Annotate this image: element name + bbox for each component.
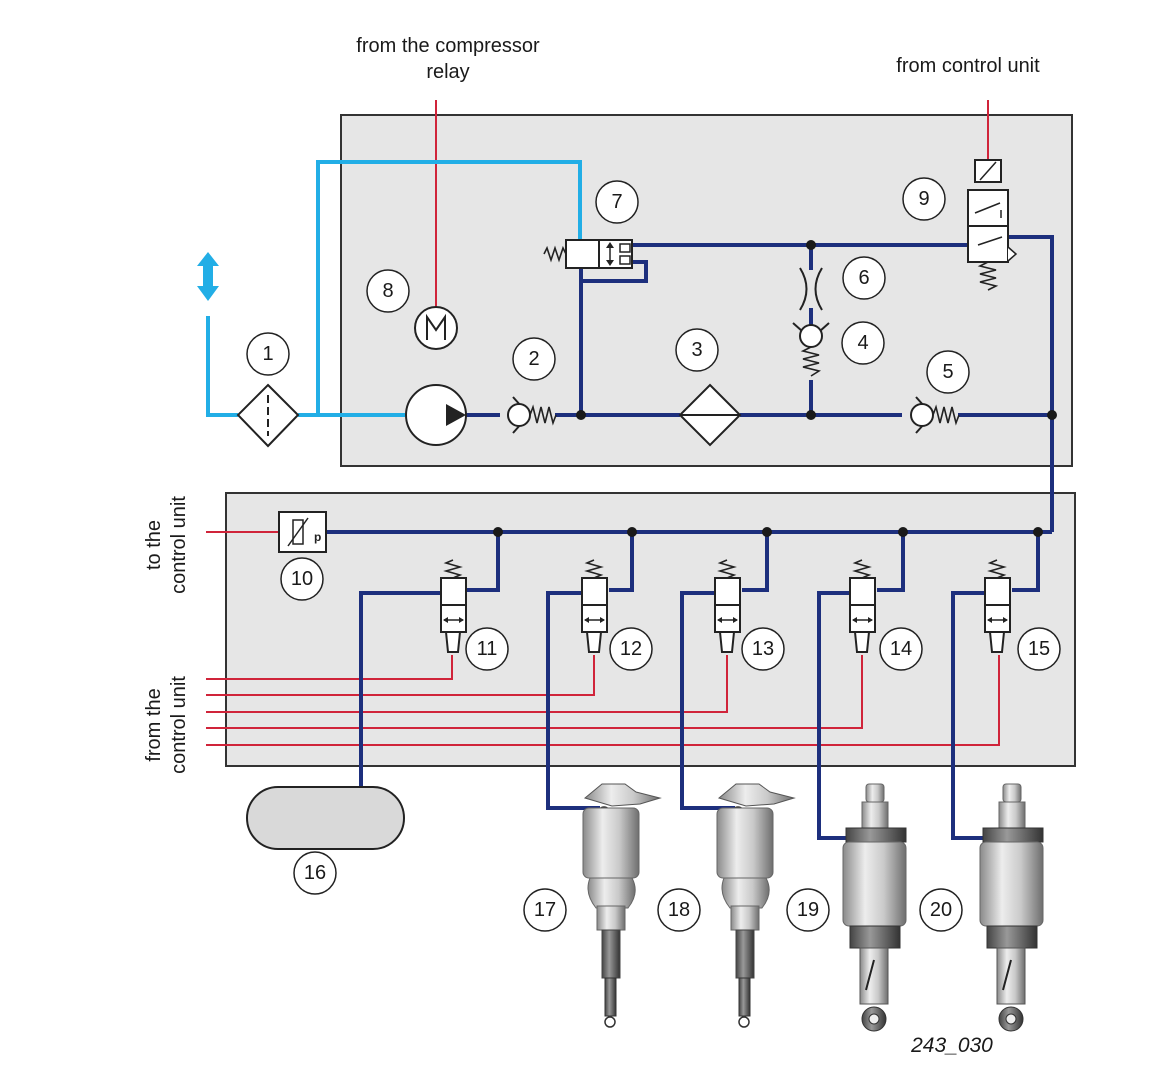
svg-text:16: 16 [304, 862, 326, 884]
svg-text:19: 19 [797, 899, 819, 921]
svg-text:5: 5 [942, 361, 953, 383]
air-filter-icon [236, 383, 300, 448]
svg-text:13: 13 [752, 638, 774, 660]
callout-12: 12 [609, 627, 653, 671]
motor-icon [414, 306, 458, 350]
callout-5: 5 [926, 350, 970, 394]
discharge-valve-7-icon [543, 239, 633, 269]
electrical-lines [206, 100, 1000, 746]
label-compressor-relay-1: from the compressor [356, 35, 540, 57]
pressure-sensor-icon: p [278, 511, 327, 553]
callout-11: 11 [465, 627, 509, 671]
svg-text:3: 3 [691, 339, 702, 361]
svg-text:20: 20 [930, 899, 952, 921]
svg-text:4: 4 [857, 332, 868, 354]
solenoid-valve-13-icon [714, 559, 741, 653]
label-from-control-unit-left-1: from the [143, 688, 165, 761]
callout-9: 9 [902, 177, 946, 221]
svg-text:17: 17 [534, 899, 556, 921]
svg-text:10: 10 [291, 568, 313, 590]
pressure-reservoir-icon [246, 786, 405, 850]
front-air-strut-left-icon [582, 783, 662, 1028]
figure-id: 243_030 [910, 1034, 993, 1057]
svg-text:15: 15 [1028, 638, 1050, 660]
intake-arrow-icon [197, 252, 219, 301]
pressure-lines-upper [465, 235, 1054, 532]
svg-text:p: p [314, 530, 321, 544]
label-to-control-unit: to the control unit [143, 496, 190, 594]
solenoid-valve-12-icon [581, 559, 608, 653]
solenoid-valve-14-icon [849, 559, 876, 653]
label-from-control-unit-top: from control unit [896, 55, 1040, 77]
callout-13: 13 [741, 627, 785, 671]
svg-text:7: 7 [611, 191, 622, 213]
check-valve-2-icon [507, 396, 557, 434]
callout-4: 4 [841, 321, 885, 365]
callout-19: 19 [786, 888, 830, 932]
svg-text:8: 8 [382, 280, 393, 302]
compressor-pump-icon [405, 384, 467, 446]
callout-17: 17 [523, 888, 567, 932]
valve-block-panel [225, 492, 1076, 767]
callout-6: 6 [842, 256, 886, 300]
callout-1: 1 [246, 332, 290, 376]
front-air-strut-right-icon [716, 783, 796, 1028]
check-valve-4-icon [792, 322, 830, 377]
callout-10: 10 [280, 557, 324, 601]
svg-text:9: 9 [918, 188, 929, 210]
svg-text:14: 14 [890, 638, 912, 660]
rear-air-strut-left-icon [842, 783, 907, 1032]
label-compressor-relay-2: relay [426, 61, 469, 83]
callout-2: 2 [512, 337, 556, 381]
callout-18: 18 [657, 888, 701, 932]
callout-16: 16 [293, 851, 337, 895]
label-from-control-unit-left: from the control unit [143, 676, 190, 774]
solenoid-valve-9-icon [967, 159, 1018, 291]
rear-air-strut-right-icon [979, 783, 1044, 1032]
svg-text:11: 11 [477, 638, 498, 660]
throttle-6-icon [799, 267, 823, 311]
label-to-control-unit-2: control unit [168, 496, 190, 594]
callout-20: 20 [919, 888, 963, 932]
label-from-control-unit-left-2: control unit [168, 676, 190, 774]
pressure-lines-lower [326, 530, 1052, 840]
callout-8: 8 [366, 269, 410, 313]
svg-text:2: 2 [528, 348, 539, 370]
svg-text:6: 6 [858, 267, 869, 289]
intake-lines [197, 160, 582, 417]
svg-text:12: 12 [620, 638, 642, 660]
callout-15: 15 [1017, 627, 1061, 671]
check-valve-5-icon [910, 396, 960, 434]
callout-14: 14 [879, 627, 923, 671]
callout-3: 3 [675, 328, 719, 372]
svg-text:18: 18 [668, 899, 690, 921]
air-dryer-icon [678, 383, 742, 447]
callout-7: 7 [595, 180, 639, 224]
solenoid-valve-11-icon [440, 559, 467, 653]
junction-dots [493, 240, 1057, 537]
svg-text:1: 1 [262, 343, 273, 365]
solenoid-valve-15-icon [984, 559, 1011, 653]
label-to-control-unit-1: to the [143, 520, 165, 570]
